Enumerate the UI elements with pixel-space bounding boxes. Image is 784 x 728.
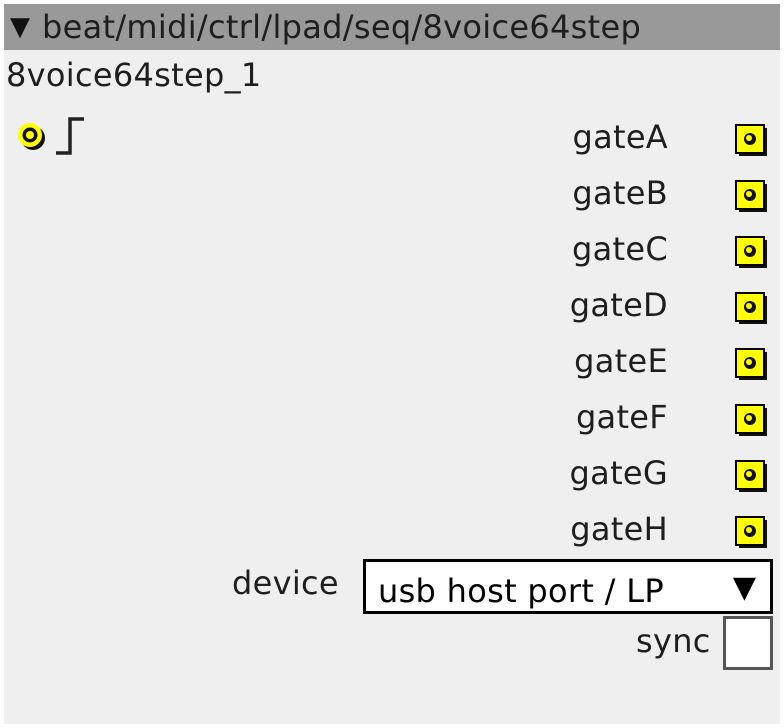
gate-outlet-jack-icon[interactable] [735,516,769,550]
outlet-row: gateB [4,170,780,218]
module-type-path: beat/midi/ctrl/lpad/seq/8voice64step [42,8,642,46]
outlet-row: gateE [4,338,780,386]
device-dropdown[interactable]: usb host port / LP ▼ [363,559,773,614]
outlet-label: gateG [569,454,668,492]
gate-outlet-jack-icon[interactable] [735,292,769,326]
device-label: device [232,564,339,602]
outlet-label: gateB [572,174,668,212]
outlet-row: gateH [4,506,780,554]
sync-label: sync [636,622,711,660]
outlet-label: gateH [570,510,668,548]
outlet-row: gateG [4,450,780,498]
gate-outlet-jack-icon[interactable] [735,180,769,214]
dropdown-arrow-icon: ▼ [732,570,756,605]
outlet-label: gateD [569,286,668,324]
module-header[interactable]: ▼ beat/midi/ctrl/lpad/seq/8voice64step [4,4,780,50]
gate-outlet-jack-icon[interactable] [735,348,769,382]
outlet-row: gateA [4,114,780,162]
gate-outlet-jack-icon[interactable] [735,124,769,158]
gate-outlet-jack-icon[interactable] [735,404,769,438]
sync-checkbox[interactable] [723,616,773,670]
device-selected-value: usb host port / LP [378,572,664,610]
outlet-label: gateA [572,118,668,156]
trigger-inlet-icon[interactable] [14,119,48,153]
outlet-row: gateC [4,226,780,274]
outlet-row: gateD [4,282,780,330]
outlet-label: gateC [572,230,668,268]
outlet-label: gateF [575,398,668,436]
outlet-label: gateE [574,342,668,380]
outlet-row: gateF [4,394,780,442]
gate-outlet-jack-icon[interactable] [735,460,769,494]
step-signal-icon [56,117,84,155]
gate-outlet-jack-icon[interactable] [735,236,769,270]
module-panel: ▼ beat/midi/ctrl/lpad/seq/8voice64step 8… [4,4,780,724]
collapse-toggle-icon[interactable]: ▼ [10,12,30,42]
instance-name[interactable]: 8voice64step_1 [6,56,262,94]
